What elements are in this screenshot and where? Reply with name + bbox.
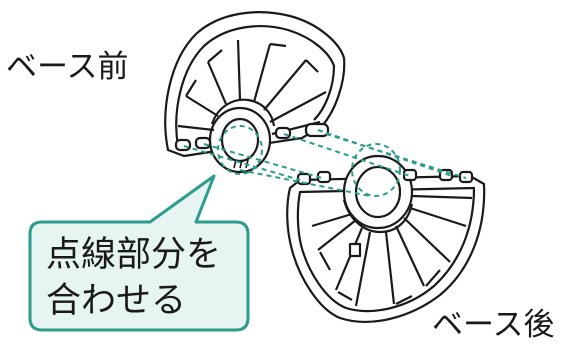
callout-text: 点線部分を 合わせる [46,232,246,324]
back-base-label: ベース後 [432,307,555,343]
back-base-part [286,154,486,323]
callout-line-2: 合わせる [46,281,187,321]
callout-bubble [28,174,250,332]
front-base-label: ベース前 [6,49,129,85]
front-base-part [164,11,346,174]
alignment-dashed-lines [183,125,467,197]
callout-line-1: 点線部分を [46,235,222,275]
